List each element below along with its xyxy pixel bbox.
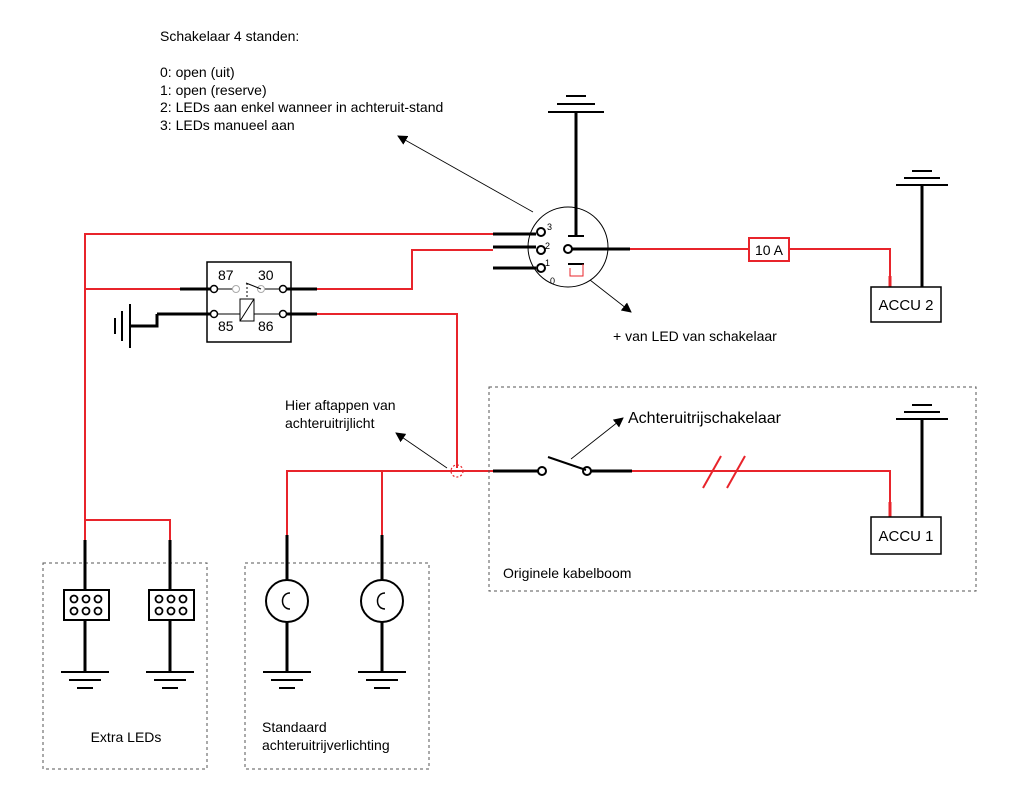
switch-position-0: 0: open (uit): [160, 64, 235, 80]
harness-box: [488, 386, 977, 592]
reverse-lamp-1: [263, 535, 311, 689]
led-lamp-1: [61, 540, 110, 689]
led-lamp-2: [146, 540, 195, 689]
accu-1: ACCU 1: [870, 516, 942, 555]
switch-terminal-3: 3: [547, 222, 552, 232]
accu-2-label: ACCU 2: [878, 297, 933, 314]
switch-position-1: 1: open (reserve): [160, 82, 267, 98]
ground-symbol-relay: [114, 304, 210, 348]
standard-lights-box: [244, 562, 430, 770]
switch-terminal-0: 0: [550, 276, 555, 286]
ground-symbol-accu2: [896, 170, 948, 288]
reverse-switch-label: Achteruitrijschakelaar: [628, 410, 782, 427]
fuse: 10 A: [748, 237, 790, 262]
reverse-lamp-2: [358, 535, 406, 689]
tap-label-line-2: achteruitrijlicht: [285, 415, 375, 431]
relay-pin-86: 86: [258, 318, 274, 334]
tap-label-line-1: Hier aftappen van: [285, 397, 396, 413]
switch-legend-title: Schakelaar 4 standen:: [160, 28, 299, 44]
ground-symbol-switch: [548, 95, 604, 237]
switch-legend: Schakelaar 4 standen: 0: open (uit) 1: o…: [160, 28, 443, 133]
led-plus-label: + van LED van schakelaar: [613, 328, 777, 344]
accu-2: ACCU 2: [870, 286, 942, 323]
switch-position-3: 3: LEDs manueel aan: [160, 117, 295, 133]
tap-pointer-arrow: [395, 432, 448, 469]
reverse-switch-pointer-arrow: [570, 417, 624, 460]
legend-pointer-arrow: [397, 135, 534, 213]
switch-terminal-2: 2: [545, 241, 550, 251]
standard-lights-label-line-2: achteruitrijverlichting: [262, 737, 390, 753]
accu-1-label: ACCU 1: [878, 528, 933, 545]
switch-terminal-1: 1: [545, 258, 550, 268]
selector-switch: 3 2 1 0: [493, 206, 630, 288]
harness-label: Originele kabelboom: [503, 565, 631, 581]
wire-break-mark: [702, 455, 722, 489]
relay-pin-85: 85: [218, 318, 234, 334]
switch-position-2: 2: LEDs aan enkel wanneer in achteruit-s…: [160, 99, 443, 115]
relay: 87 30 85 86: [206, 261, 292, 343]
fuse-label: 10 A: [755, 242, 784, 258]
relay-pin-30: 30: [258, 267, 274, 283]
extra-leds-label: Extra LEDs: [91, 729, 162, 745]
relay-pin-87: 87: [218, 267, 234, 283]
led-plus-pointer-arrow: [589, 279, 632, 313]
reverse-switch: [537, 456, 632, 476]
standard-lights-label-line-1: Standaard: [262, 719, 327, 735]
extra-leds-box: [42, 562, 208, 770]
ground-symbol-accu1: [896, 404, 948, 517]
